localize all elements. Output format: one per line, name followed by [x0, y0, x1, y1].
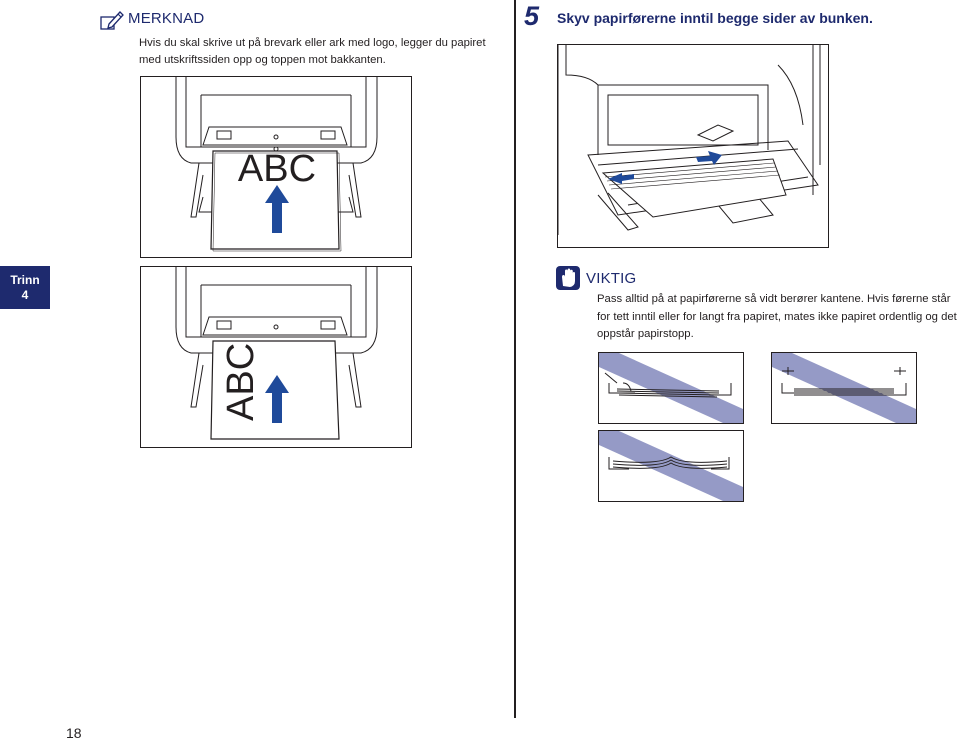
step-instruction: Skyv papirførerne inntil begge sider av … [557, 10, 873, 26]
insert-arrow-icon [265, 185, 289, 233]
step-tab-label: Trinn [10, 273, 40, 287]
guide-right-arrow-icon [696, 151, 722, 165]
step-tab-number: 4 [21, 288, 29, 302]
stop-hand-icon [556, 266, 580, 290]
printer-figure-landscape: ABC [140, 266, 412, 448]
note-title: MERKNAD [128, 10, 205, 27]
step-tab: Trinn 4 [0, 266, 50, 309]
guide-left-arrow-icon [608, 173, 634, 184]
step-number: 5 [524, 1, 540, 31]
important-title: VIKTIG [586, 270, 637, 287]
printer-figure-portrait: ABC [140, 76, 412, 258]
guide-too-loose-diagram [771, 352, 917, 424]
note-text: Hvis du skal skrive ut på brevark eller … [139, 37, 486, 66]
page-number: 18 [66, 725, 82, 741]
column-divider [514, 0, 516, 718]
paper-label-landscape: ABC [220, 343, 262, 421]
pencil-icon [100, 9, 124, 31]
insert-arrow-icon [265, 375, 289, 423]
paper-label-portrait: ABC [238, 148, 316, 190]
printer-guides-figure [557, 44, 829, 248]
important-text: Pass alltid på at papirførerne så vidt b… [597, 293, 957, 340]
paper-buckled-diagram [598, 430, 744, 502]
guide-too-tight-diagram [598, 352, 744, 424]
